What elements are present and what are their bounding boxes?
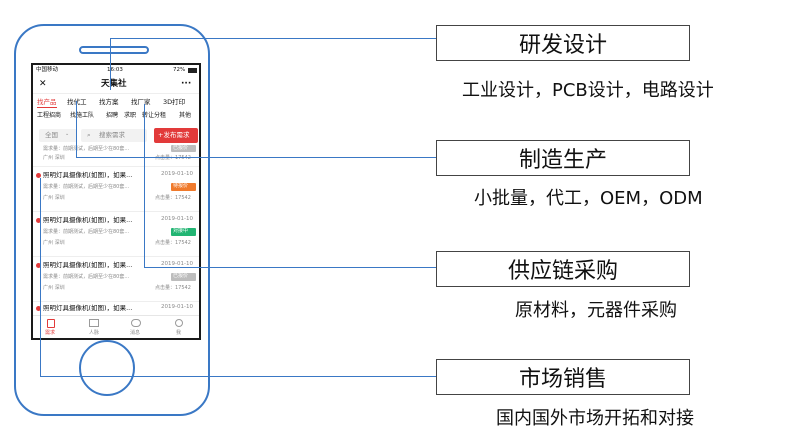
callout-rd-design-subtitle: 工业设计，PCB设计，电路设计 <box>462 80 714 101</box>
bottom-nav: 需求 人脉 消息 我 <box>33 315 199 338</box>
tab-find-product[interactable]: 找产品 <box>37 98 57 106</box>
status-badge: 待报价 <box>171 183 196 191</box>
list-item[interactable]: 照明灯具摄像机(如图)，如果... 2019-01-10 <box>33 304 199 316</box>
status-time: 16:03 <box>107 67 123 73</box>
item-views: 点击量：17542 <box>155 240 191 246</box>
battery-icon <box>188 68 197 73</box>
item-desc: 需求量：前期测试，后期至少在80套... <box>43 229 130 235</box>
item-views: 点击量：17542 <box>155 195 191 201</box>
connector-line-1-horizontal <box>110 38 436 39</box>
nav-contacts[interactable]: 人脉 <box>89 330 100 336</box>
connector-line-1-vertical <box>110 38 111 90</box>
search-icon: ⌕ <box>87 131 91 139</box>
tab-engineering[interactable]: 工程招商 <box>37 112 62 119</box>
item-views: 点击量：17542 <box>155 285 191 291</box>
item-title: 照明灯具摄像机(如图)，如果... <box>43 171 133 179</box>
item-title: 照明灯具摄像机(如图)，如果... <box>43 261 133 269</box>
tab-sublease[interactable]: 转让分租 <box>142 112 167 119</box>
phone-home-button <box>79 340 135 396</box>
item-date: 2019-01-10 <box>161 216 193 222</box>
callout-rd-design: 研发设计 <box>436 25 690 61</box>
list-item[interactable]: 照明灯具摄像机(如图)，如果... 2019-01-10 待报价 需求量：前期测… <box>33 171 199 211</box>
item-title: 照明灯具摄像机(如图)，如果... <box>43 304 133 312</box>
connector-line-4-horizontal <box>40 376 436 377</box>
item-location: 广州 深圳 <box>43 155 65 161</box>
message-icon[interactable] <box>131 319 141 327</box>
chevron-down-icon: ⌄ <box>65 131 70 137</box>
callout-supply-chain-subtitle: 原材料，元器件采购 <box>515 300 677 321</box>
list-item[interactable]: 照明灯具摄像机(如图)，如果... 2019-01-10 已报价 需求量：前期测… <box>33 261 199 301</box>
app-title: 天集社 <box>101 79 127 89</box>
item-dot-icon <box>36 218 41 223</box>
callout-marketing-sales-subtitle: 国内国外市场开拓和对接 <box>496 408 694 429</box>
tab-active-underline <box>37 107 57 108</box>
item-desc: 需求量：前期测试，后期至少在80套... <box>43 274 130 280</box>
nav-demand[interactable]: 需求 <box>45 330 56 336</box>
item-dot-icon <box>36 173 41 178</box>
tab-find-factory[interactable]: 找厂家 <box>131 98 151 106</box>
phone-screen: 中国移动 16:03 72% ✕ 天集社 ··· 找产品 找代工 找方案 找厂家… <box>31 63 201 340</box>
connector-line-2-vertical <box>76 101 77 157</box>
item-dot-icon <box>36 263 41 268</box>
tab-3d-print[interactable]: 3D打印 <box>163 98 186 106</box>
close-icon[interactable]: ✕ <box>39 79 47 89</box>
connector-line-3-horizontal <box>144 267 436 268</box>
tab-find-solution[interactable]: 找方案 <box>99 98 119 106</box>
publish-button-label: +发布需求 <box>158 131 190 139</box>
callout-manufacturing-subtitle: 小批量，代工，OEM，ODM <box>474 188 703 209</box>
list-item[interactable]: 照明灯具摄像机(如图)，如果... 2019-01-10 对接中 需求量：前期测… <box>33 216 199 256</box>
status-badge: 对接中 <box>171 228 196 236</box>
tab-job-seek[interactable]: 求职 <box>124 112 137 119</box>
status-battery: 72% <box>173 67 186 73</box>
region-label: 全国 <box>45 131 58 139</box>
publish-button[interactable]: +发布需求 <box>154 128 198 143</box>
more-icon[interactable]: ··· <box>181 79 192 89</box>
tab-construction[interactable]: 找施工队 <box>70 112 95 119</box>
item-date: 2019-01-10 <box>161 304 193 310</box>
connector-line-4-vertical <box>40 178 41 376</box>
item-desc: 需求量：前期测试，后期至少在80套... <box>43 184 130 190</box>
search-input[interactable]: ⌕ 搜索需求 <box>81 129 147 142</box>
profile-icon[interactable] <box>175 319 183 327</box>
nav-me[interactable]: 我 <box>176 330 182 336</box>
region-select[interactable]: 全国 ⌄ <box>39 129 77 142</box>
status-badge: 已报价 <box>171 273 196 281</box>
status-carrier: 中国移动 <box>36 67 59 73</box>
nav-messages[interactable]: 消息 <box>130 330 141 336</box>
item-dot-icon <box>36 306 41 311</box>
item-title: 照明灯具摄像机(如图)，如果... <box>43 216 133 224</box>
item-views: 点击量：17542 <box>155 155 191 161</box>
item-location: 广州 深圳 <box>43 285 65 291</box>
search-placeholder: 搜索需求 <box>99 131 125 139</box>
list-item-partial[interactable]: 已报价 需求量：前期测试，后期至少在80套... 广州 深圳 点击量：17542 <box>33 145 199 169</box>
callout-supply-chain: 供应链采购 <box>436 251 690 287</box>
callout-manufacturing: 制造生产 <box>436 140 690 176</box>
contacts-icon[interactable] <box>89 319 99 327</box>
item-date: 2019-01-10 <box>161 171 193 177</box>
tab-other[interactable]: 其他 <box>179 112 192 119</box>
demand-icon[interactable] <box>47 319 55 328</box>
item-location: 广州 深圳 <box>43 195 65 201</box>
item-date: 2019-01-10 <box>161 261 193 267</box>
item-location: 广州 深圳 <box>43 240 65 246</box>
tab-recruit[interactable]: 招聘 <box>106 112 119 119</box>
item-desc: 需求量：前期测试，后期至少在80套... <box>43 146 130 152</box>
status-badge: 已报价 <box>171 145 196 152</box>
connector-line-3-vertical <box>144 104 145 267</box>
callout-marketing-sales: 市场销售 <box>436 359 690 395</box>
connector-line-2-horizontal <box>76 157 436 158</box>
phone-speaker <box>79 46 149 54</box>
